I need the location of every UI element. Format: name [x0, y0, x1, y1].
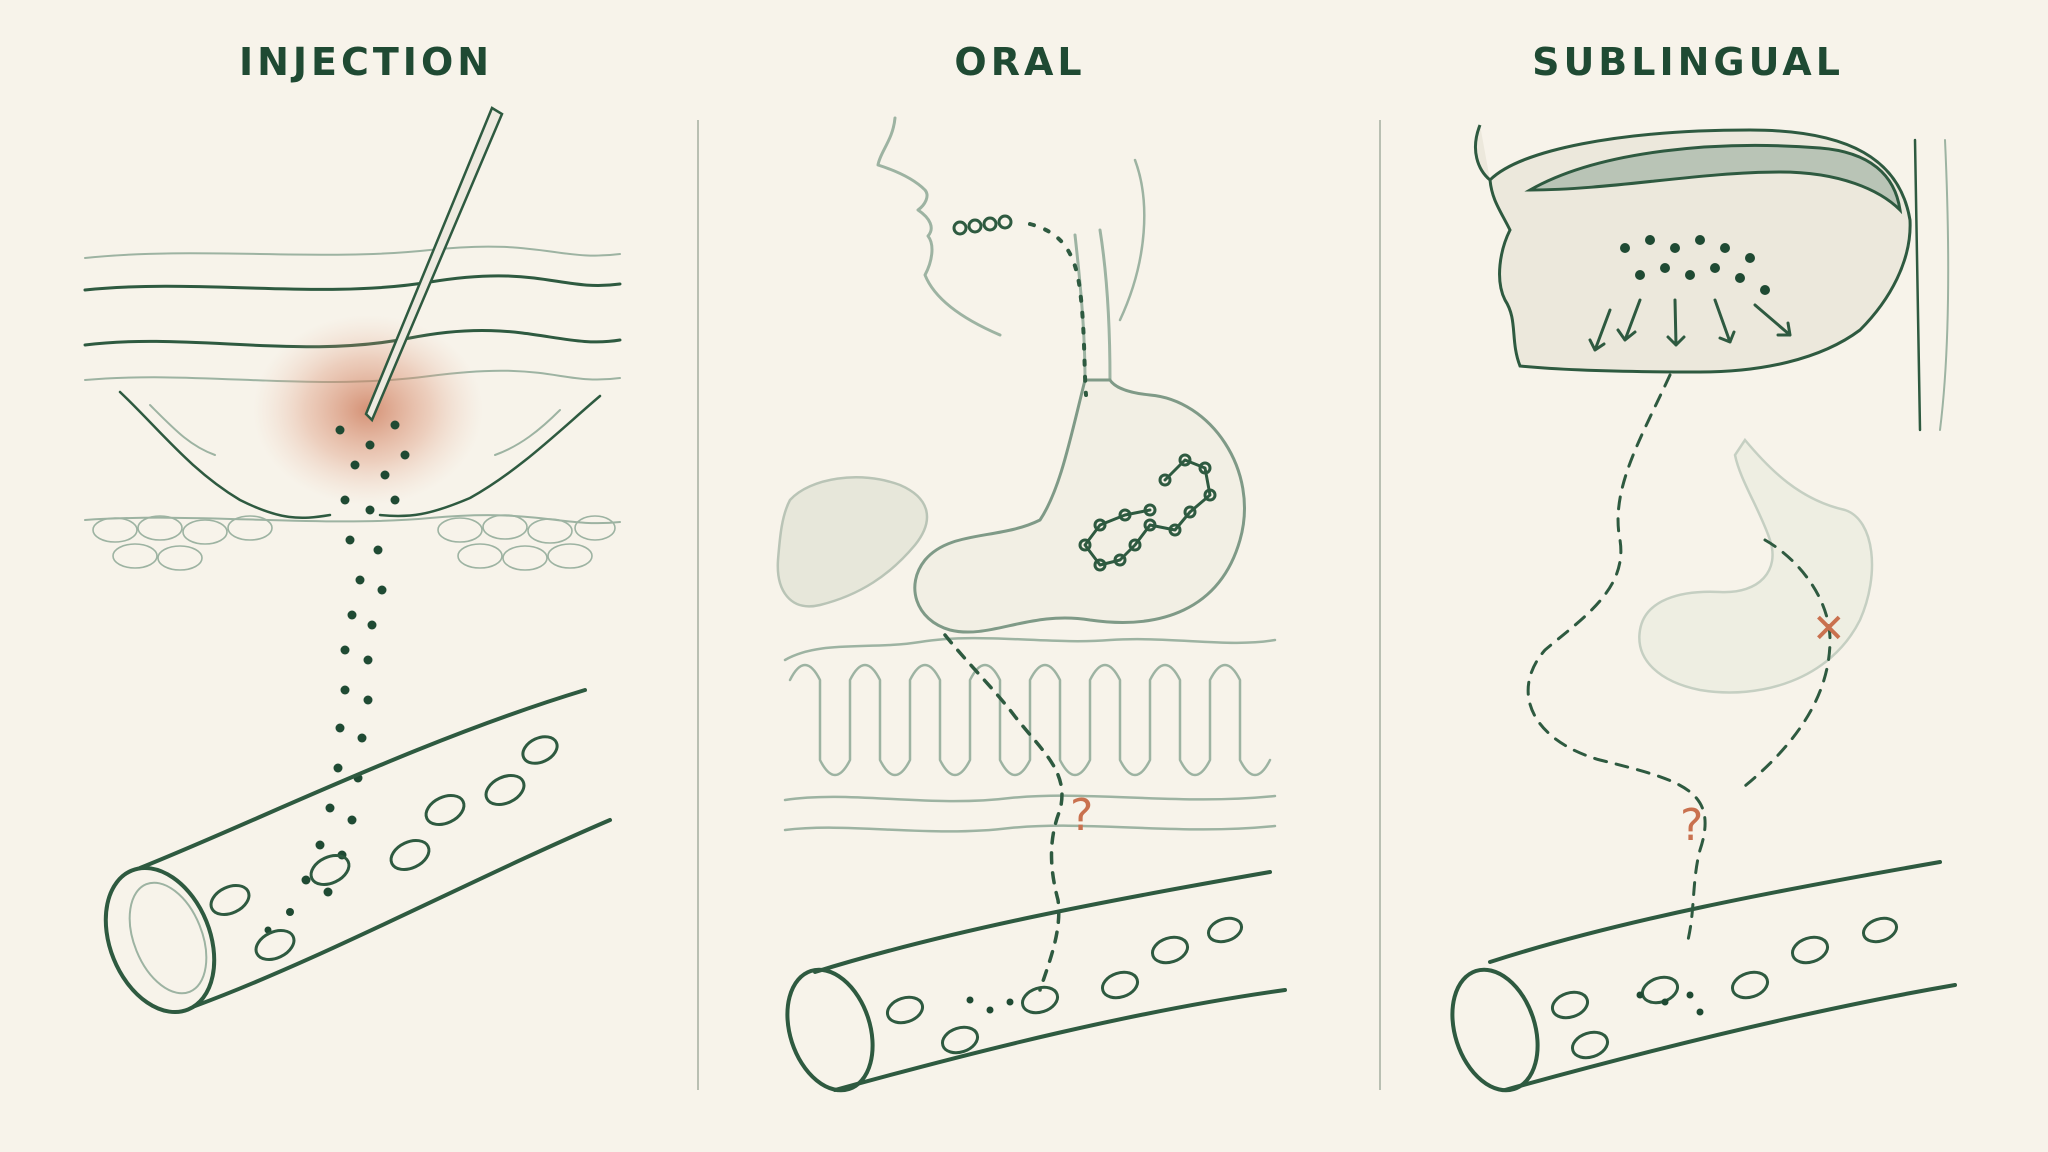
sublingual-cross-mark: ✕ — [1812, 606, 1846, 652]
blood-vessel-oral — [785, 870, 1287, 1093]
oral-path-lower — [943, 633, 1064, 992]
oral-question-mark: ? — [1070, 790, 1093, 841]
title-injection: INJECTION — [238, 40, 494, 84]
stomach — [913, 378, 1246, 634]
intestine-villi — [783, 636, 1277, 833]
fat-cells — [92, 514, 616, 571]
face-profile — [876, 116, 1002, 337]
sublingual-path — [1526, 373, 1707, 942]
sublingual-question-mark: ? — [1680, 800, 1703, 851]
injected-drug-particles — [264, 420, 410, 934]
drug-molecule — [1078, 453, 1217, 572]
sublingual-drug-particles — [1620, 235, 1770, 295]
oral-tablets — [952, 214, 1013, 236]
blood-vessel-injection — [103, 688, 612, 1015]
oral-panel: ? — [776, 116, 1287, 1093]
blood-vessel-sublingual — [1450, 860, 1957, 1093]
faint-stomach — [1638, 437, 1874, 694]
needle — [364, 106, 504, 423]
bypass-path — [1738, 538, 1832, 792]
palate — [1524, 143, 1903, 215]
title-sublingual: SUBLINGUAL — [1532, 40, 1844, 84]
liver — [776, 476, 929, 608]
sublingual-panel: ✕ ? — [1450, 124, 1957, 1093]
injection-panel — [83, 106, 622, 1015]
absorption-arrows — [1588, 298, 1792, 352]
esophagus — [1073, 228, 1112, 382]
title-oral: ORAL — [954, 40, 1086, 84]
